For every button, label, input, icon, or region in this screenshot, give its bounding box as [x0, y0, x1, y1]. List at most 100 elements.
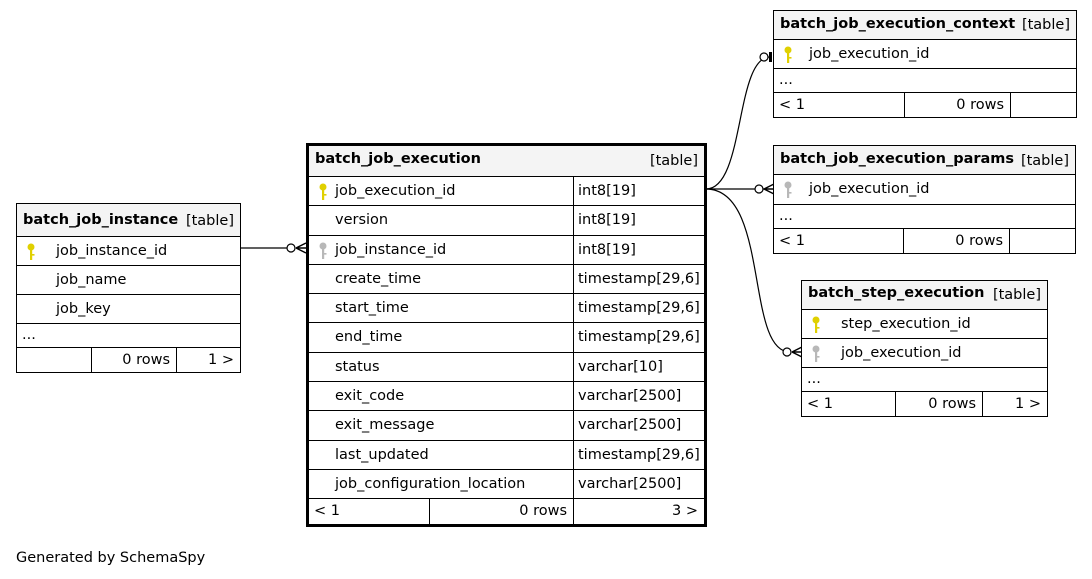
table-batch-job-instance[interactable]: batch_job_instance [table] job_instance_…: [16, 203, 241, 373]
column-row[interactable]: start_time timestamp[29,6]: [309, 294, 704, 324]
column-name: start_time: [335, 300, 409, 317]
column-row[interactable]: last_updated timestamp[29,6]: [309, 440, 704, 470]
primary-key-icon: [319, 183, 327, 200]
table-name: batch_job_execution_params: [780, 151, 1015, 167]
table-name: batch_job_execution: [315, 151, 481, 167]
footer-children[interactable]: 1 >: [176, 348, 240, 372]
column-row[interactable]: job_execution_id: [774, 40, 1076, 69]
table-type: [table]: [992, 287, 1041, 303]
footer-row-count: 0 rows: [895, 392, 982, 416]
generated-by-label: Generated by SchemaSpy: [16, 550, 206, 566]
table-footer: 0 rows 1 >: [17, 348, 240, 372]
column-name: job_configuration_location: [335, 475, 526, 492]
foreign-key-icon: [319, 242, 327, 259]
column-row[interactable]: exit_message varchar[2500]: [309, 411, 704, 441]
column-row[interactable]: end_time timestamp[29,6]: [309, 323, 704, 353]
footer-children: [1010, 93, 1076, 117]
column-row[interactable]: job_key: [17, 295, 240, 324]
primary-key-icon: [784, 46, 792, 63]
column-row[interactable]: job_execution_id: [802, 339, 1047, 368]
column-row[interactable]: job_name: [17, 266, 240, 295]
footer-row-count: 0 rows: [903, 229, 1009, 253]
footer-parents[interactable]: < 1: [779, 97, 805, 113]
table-name: batch_job_instance: [23, 212, 179, 228]
footer-parents[interactable]: < 1: [314, 503, 340, 520]
column-name: job_execution_id: [335, 183, 456, 199]
column-row[interactable]: status varchar[10]: [309, 352, 704, 383]
ellipsis: ...: [779, 72, 793, 88]
column-type: varchar[2500]: [573, 382, 704, 411]
column-row[interactable]: job_instance_id: [17, 237, 240, 266]
column-name: job_execution_id: [841, 345, 962, 361]
table-header: batch_job_execution_context [table]: [774, 11, 1076, 40]
table-footer: < 1 0 rows: [774, 229, 1075, 253]
table-batch-job-execution[interactable]: batch_job_execution [table] job_executio…: [306, 143, 707, 528]
column-type: timestamp[29,6]: [573, 440, 704, 469]
edge-execution-params-optional-marker: [754, 184, 764, 194]
column-name: exit_code: [335, 388, 405, 405]
footer-children: [1009, 229, 1075, 253]
footer-parents[interactable]: < 1: [779, 233, 805, 249]
column-name: job_instance_id: [335, 241, 447, 258]
table-header: batch_job_execution_params [table]: [774, 146, 1075, 175]
more-columns-row: ...: [774, 205, 1075, 229]
column-type: int8[19]: [573, 206, 704, 235]
column-type: timestamp[29,6]: [573, 264, 704, 294]
column-name: create_time: [335, 270, 422, 287]
footer-row-count: 0 rows: [91, 348, 176, 372]
column-type: timestamp[29,6]: [573, 294, 704, 323]
edge-execution-step-crowfoot: [791, 346, 803, 358]
footer-row-count: 0 rows: [904, 93, 1010, 117]
column-type: varchar[2500]: [573, 469, 704, 499]
column-row[interactable]: version int8[19]: [309, 206, 704, 236]
edge-execution-context: [705, 56, 771, 190]
more-columns-row: ...: [802, 368, 1047, 392]
more-columns-row: ...: [774, 69, 1076, 93]
column-name: job_execution_id: [809, 181, 930, 197]
column-name: job_name: [56, 272, 127, 288]
footer-parents[interactable]: < 1: [807, 396, 833, 412]
edge-instance-execution-crowfoot: [295, 242, 307, 254]
primary-key-icon: [27, 243, 35, 260]
table-type: [table]: [1021, 17, 1070, 33]
column-type: int8[19]: [573, 177, 704, 206]
table-batch-job-execution-context[interactable]: batch_job_execution_context [table] job_…: [773, 10, 1077, 118]
edge-execution-step-optional-marker: [782, 347, 792, 357]
column-row[interactable]: job_configuration_location varchar[2500]: [309, 469, 704, 500]
column-row[interactable]: step_execution_id: [802, 310, 1047, 339]
table-batch-step-execution[interactable]: batch_step_execution [table] step_execut…: [801, 280, 1048, 417]
column-name: step_execution_id: [841, 316, 971, 332]
column-type: varchar[2500]: [573, 411, 704, 440]
column-name: job_key: [56, 301, 111, 317]
footer-row-count: 0 rows: [429, 499, 573, 525]
footer-children[interactable]: 3 >: [573, 499, 704, 525]
table-header: batch_step_execution [table]: [802, 281, 1047, 310]
column-row[interactable]: job_execution_id: [774, 175, 1075, 205]
edge-execution-context-optional-marker: [759, 52, 769, 62]
footer-children[interactable]: 1 >: [982, 392, 1047, 416]
table-header: batch_job_execution [table]: [309, 146, 704, 177]
table-name: batch_job_execution_context: [780, 16, 1016, 32]
table-footer: < 1 0 rows: [774, 93, 1076, 117]
column-row[interactable]: create_time timestamp[29,6]: [309, 264, 704, 295]
table-batch-job-execution-params[interactable]: batch_job_execution_params [table] job_e…: [773, 145, 1076, 254]
column-row[interactable]: exit_code varchar[2500]: [309, 382, 704, 412]
column-name: exit_message: [335, 417, 435, 434]
ellipsis: ...: [22, 327, 36, 343]
column-type: timestamp[29,6]: [573, 323, 704, 352]
column-name: status: [335, 358, 380, 375]
table-footer: < 1 0 rows 1 >: [802, 392, 1047, 416]
column-type: varchar[10]: [573, 352, 704, 382]
table-type: [table]: [649, 153, 698, 169]
footer-parents: [17, 348, 91, 372]
column-name: version: [335, 212, 389, 229]
foreign-key-icon: [784, 181, 792, 198]
edge-instance-execution-optional-marker: [286, 243, 296, 253]
column-name: last_updated: [335, 446, 429, 463]
column-row[interactable]: job_instance_id int8[19]: [309, 235, 704, 265]
table-type: [table]: [185, 213, 234, 229]
column-row[interactable]: job_execution_id int8[19]: [309, 177, 704, 207]
primary-key-icon: [812, 316, 820, 333]
table-header: batch_job_instance [table]: [17, 204, 240, 237]
